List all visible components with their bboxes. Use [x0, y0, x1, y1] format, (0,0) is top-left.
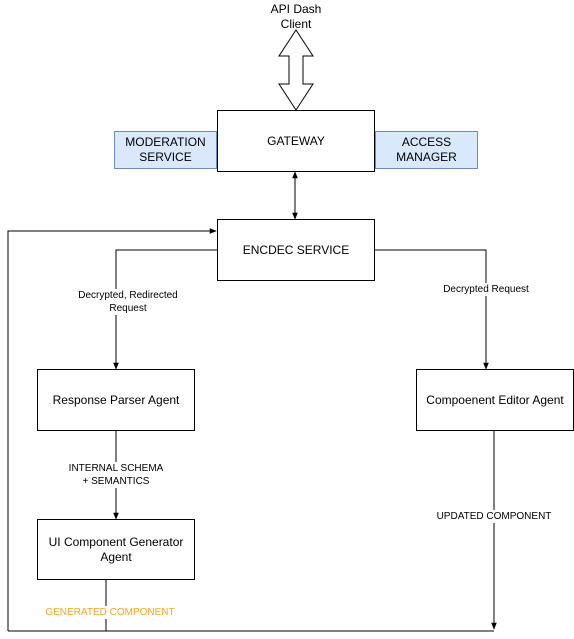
decrypted-redirected-label: Decrypted, Redirected Request [66, 289, 190, 315]
access-manager-node: ACCESS MANAGER [375, 131, 478, 169]
client-gateway-double-arrow [278, 29, 314, 111]
client-label: API Dash Client [270, 2, 322, 31]
component-editor-agent-node: Compoenent Editor Agent [416, 369, 574, 431]
response-parser-agent-node: Response Parser Agent [37, 369, 195, 431]
generated-component-label: GENERATED COMPONENT [36, 606, 184, 619]
moderation-service-node: MODERATION SERVICE [114, 131, 217, 169]
left-loop-connector [7, 228, 217, 631]
encdec-service-node: ENCDEC SERVICE [217, 219, 375, 281]
encdec-editor-connector [374, 249, 489, 370]
updated-component-label: UPDATED COMPONENT [429, 510, 559, 523]
gateway-node: GATEWAY [217, 110, 375, 172]
encdec-parser-connector [113, 249, 218, 370]
decrypted-request-label: Decrypted Request [434, 283, 538, 296]
ui-component-generator-agent-node: UI Component Generator Agent [37, 519, 195, 580]
internal-schema-label: INTERNAL SCHEMA + SEMANTICS [61, 462, 171, 488]
